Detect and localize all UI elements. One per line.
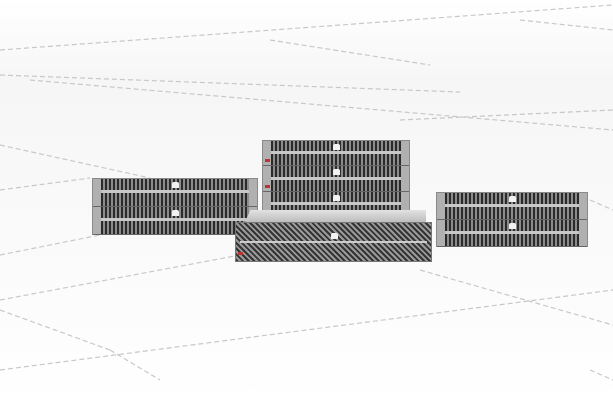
grid-line (29, 79, 613, 131)
grid-line (0, 4, 613, 51)
brand-logo (172, 182, 179, 188)
server-unit (437, 193, 587, 220)
grid-line (0, 309, 111, 351)
server-stack-left (92, 178, 258, 235)
server-top-cover (245, 210, 426, 222)
brand-logo (509, 223, 516, 229)
brand-logo (330, 233, 338, 239)
server-stack-right (436, 192, 588, 247)
server-unit (263, 141, 409, 166)
server-front-panel (235, 222, 432, 262)
brand-logo (333, 144, 340, 150)
grid-line (589, 199, 613, 211)
brand-logo (509, 196, 516, 202)
grid-line (399, 109, 613, 121)
server-front (235, 210, 432, 262)
grid-line (589, 369, 613, 381)
server-unit (437, 220, 587, 247)
grid-line (0, 234, 101, 256)
grid-line (0, 177, 91, 191)
grid-line (0, 289, 613, 371)
server-unit (93, 207, 257, 235)
server-unit (263, 166, 409, 192)
grid-line (419, 269, 613, 326)
brand-logo (172, 210, 179, 216)
grid-line (519, 19, 613, 31)
grid-line (0, 254, 241, 301)
grid-line (109, 349, 161, 381)
brand-logo (333, 169, 340, 175)
server-stack-middle (262, 140, 410, 216)
brand-logo (333, 195, 340, 201)
grid-line (269, 39, 431, 66)
grid-line (0, 144, 151, 179)
server-unit (93, 179, 257, 207)
grid-line (0, 74, 461, 93)
